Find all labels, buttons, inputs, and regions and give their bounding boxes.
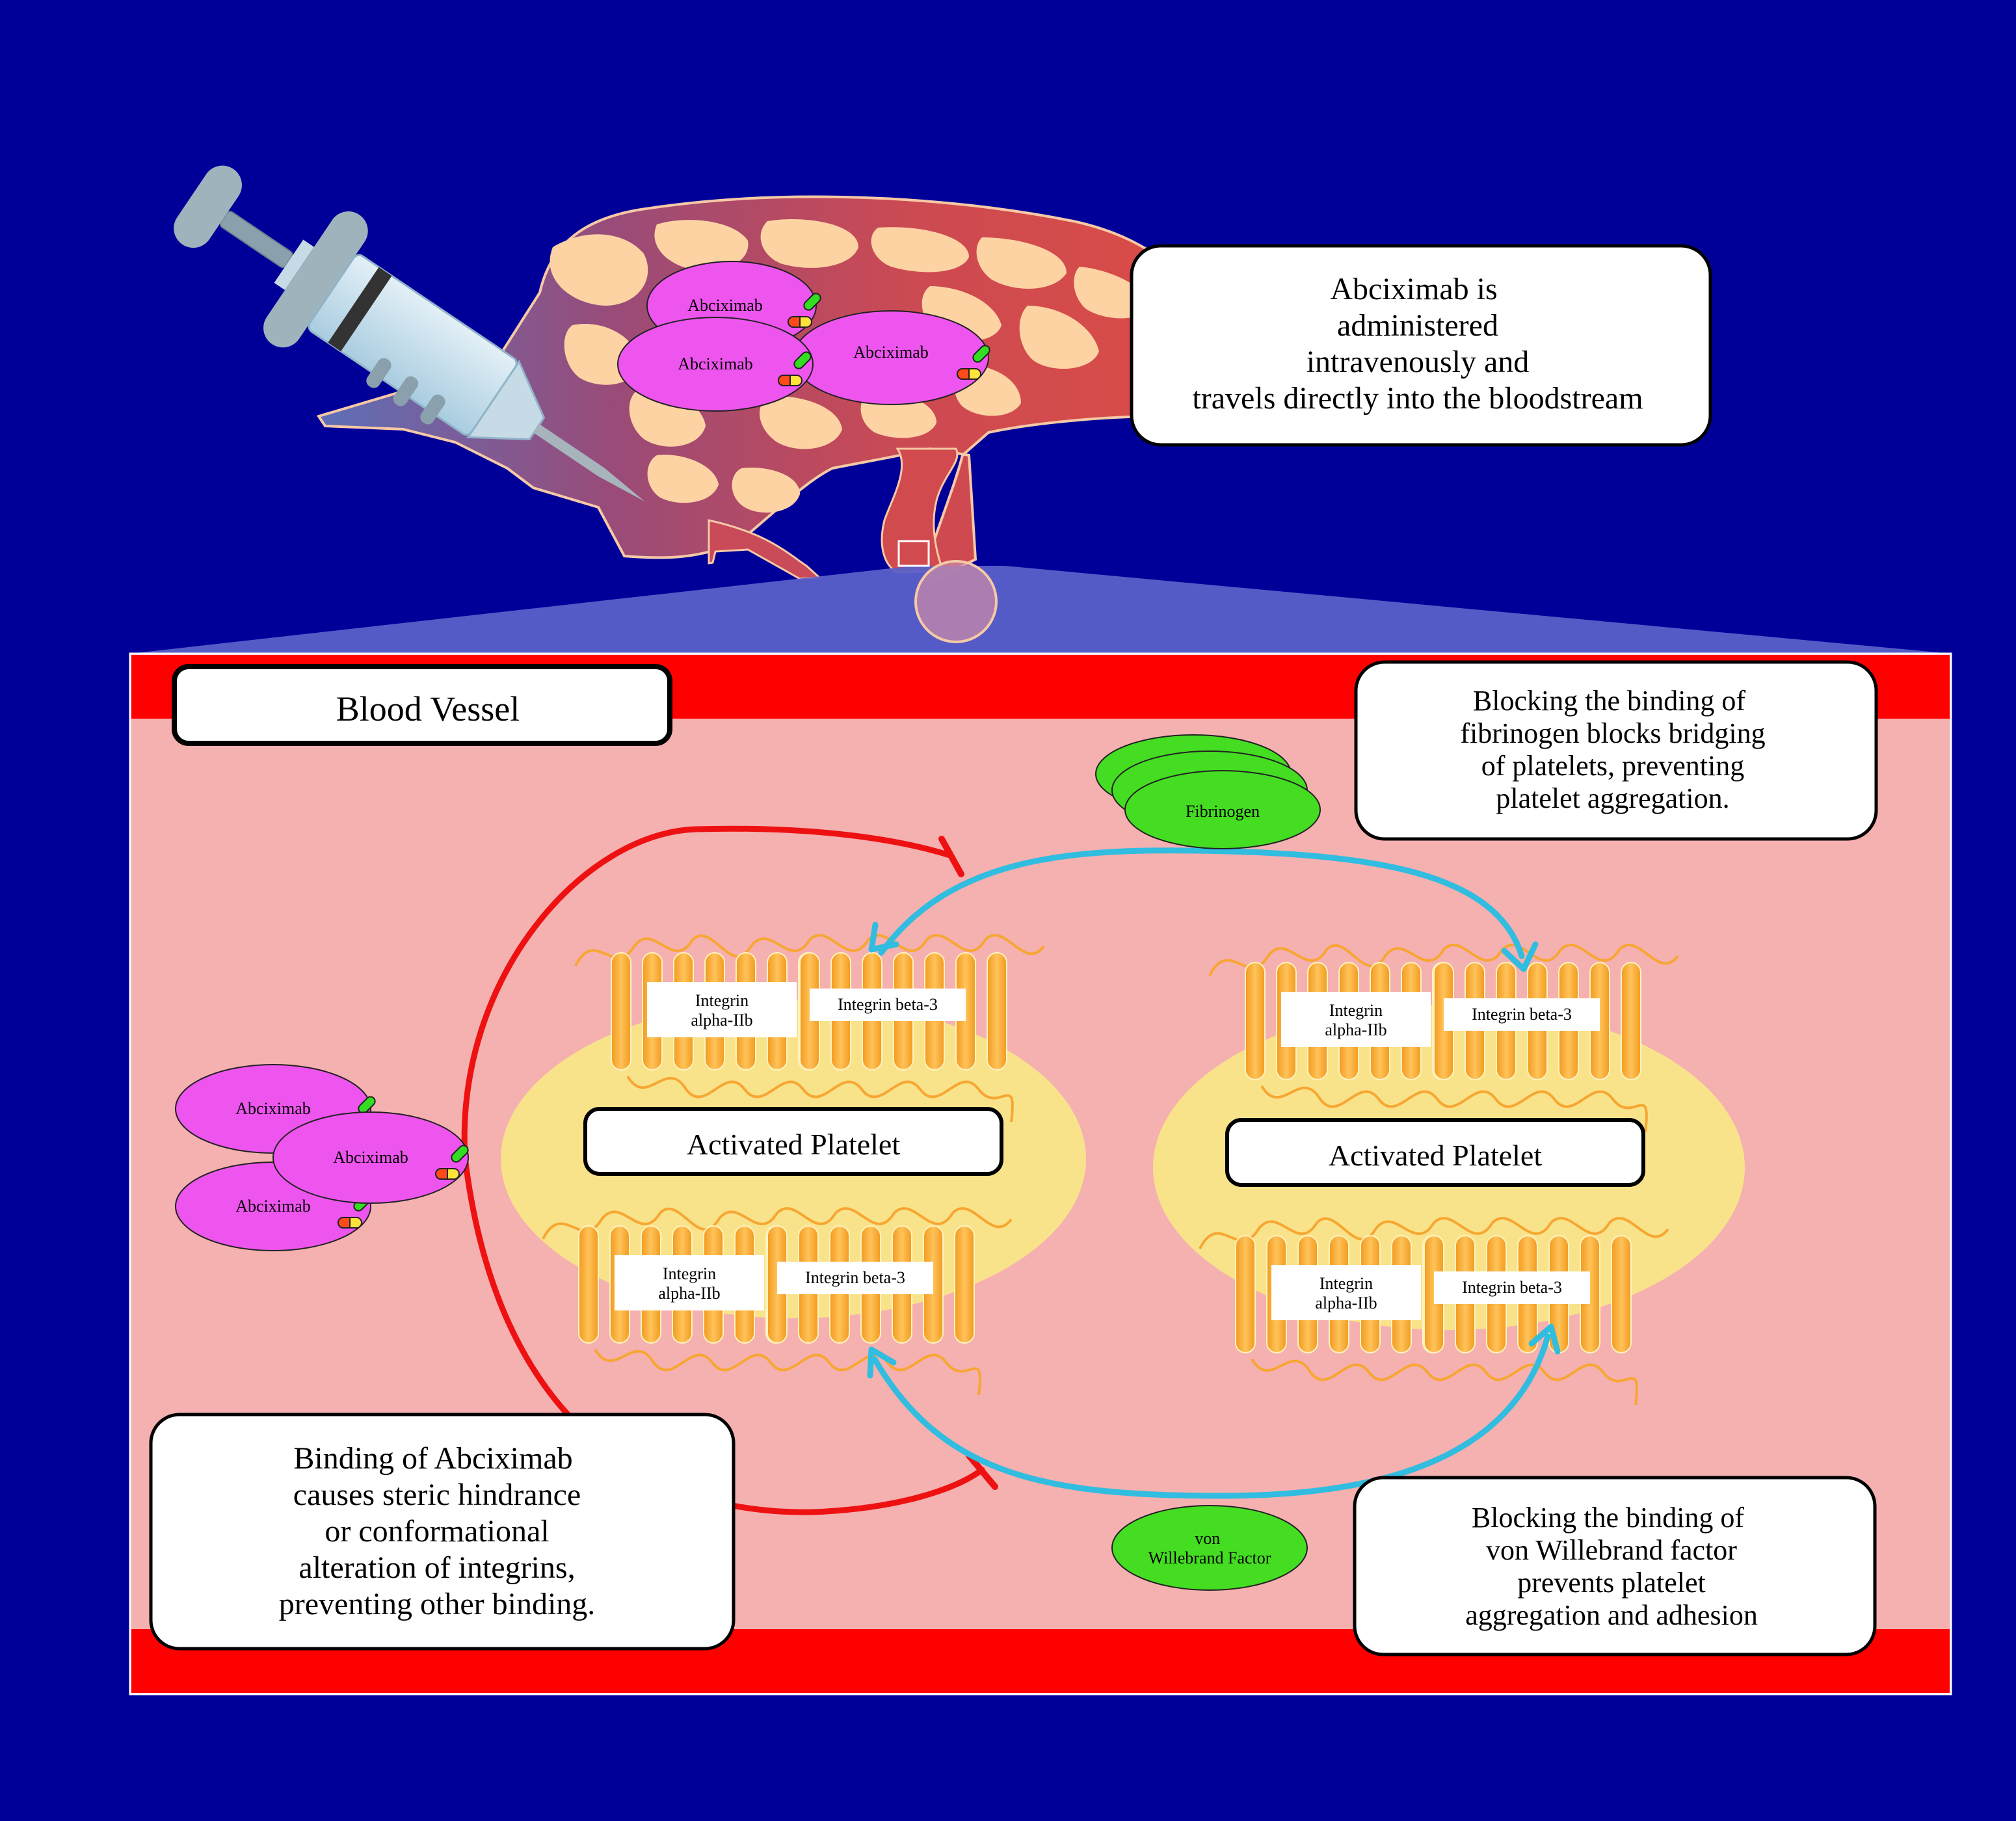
- vessel-title: Blood Vessel: [336, 689, 520, 728]
- abciximab-cluster-left: Abciximab Abciximab Abciximab: [175, 1064, 471, 1251]
- helix: [1245, 962, 1266, 1080]
- abciximab-label: Abciximab: [678, 354, 753, 373]
- helix: [611, 952, 631, 1070]
- abciximab-top-3: Abciximab: [617, 317, 814, 412]
- fibrinogen-block-text: Blocking the binding of fibrinogen block…: [1460, 685, 1765, 814]
- integrin-beta-label: Integrin beta-3: [805, 1268, 905, 1287]
- fibrinogen-label: Fibrinogen: [1186, 802, 1260, 821]
- integrin-beta-label: Integrin beta-3: [1462, 1278, 1562, 1297]
- vwf-molecule: von Willebrand Factor: [1111, 1505, 1308, 1591]
- abciximab-label: Abciximab: [235, 1197, 311, 1216]
- abciximab-label: Abciximab: [687, 296, 763, 315]
- vessel-title-box: Blood Vessel: [172, 664, 672, 746]
- integrin-beta-label: Integrin beta-3: [838, 995, 938, 1014]
- binding-arrows: [867, 847, 1561, 1499]
- zoom-indicator: [130, 540, 1951, 654]
- helix: [1611, 1235, 1632, 1353]
- helix: [987, 952, 1007, 1070]
- abciximab-label: Abciximab: [333, 1148, 408, 1167]
- helix: [1621, 962, 1641, 1080]
- steric-hindrance-callout: Binding of Abciximab causes steric hindr…: [149, 1413, 736, 1651]
- abciximab-label: Abciximab: [235, 1099, 311, 1118]
- vwf-label: von Willebrand Factor: [1148, 1529, 1271, 1567]
- vwf-block-text: Blocking the binding of von Willebrand f…: [1465, 1502, 1758, 1631]
- platelet-label-left: Activated Platelet: [583, 1107, 1003, 1176]
- helix: [1235, 1235, 1256, 1353]
- helix: [578, 1225, 599, 1344]
- abciximab-label: Abciximab: [853, 343, 929, 362]
- platelet-label-right: Activated Platelet: [1225, 1118, 1645, 1187]
- abciximab-cluster-top: Abciximab Abciximab Abciximab: [617, 261, 992, 412]
- integrin-beta-label: Integrin beta-3: [1472, 1005, 1572, 1024]
- vwf-block-callout: Blocking the binding of von Willebrand f…: [1353, 1476, 1877, 1656]
- fibrinogen-molecule: Fibrinogen: [1095, 734, 1321, 849]
- syringe-icon: [174, 165, 645, 501]
- fibrinogen-block-callout: Blocking the binding of fibrinogen block…: [1354, 660, 1878, 841]
- platelet-label-text: Activated Platelet: [687, 1128, 900, 1161]
- steric-hindrance-text: Binding of Abciximab causes steric hindr…: [279, 1441, 596, 1621]
- abciximab-top-2: Abciximab: [793, 310, 992, 405]
- platelet-label-text: Activated Platelet: [1329, 1139, 1542, 1172]
- helix: [954, 1225, 975, 1344]
